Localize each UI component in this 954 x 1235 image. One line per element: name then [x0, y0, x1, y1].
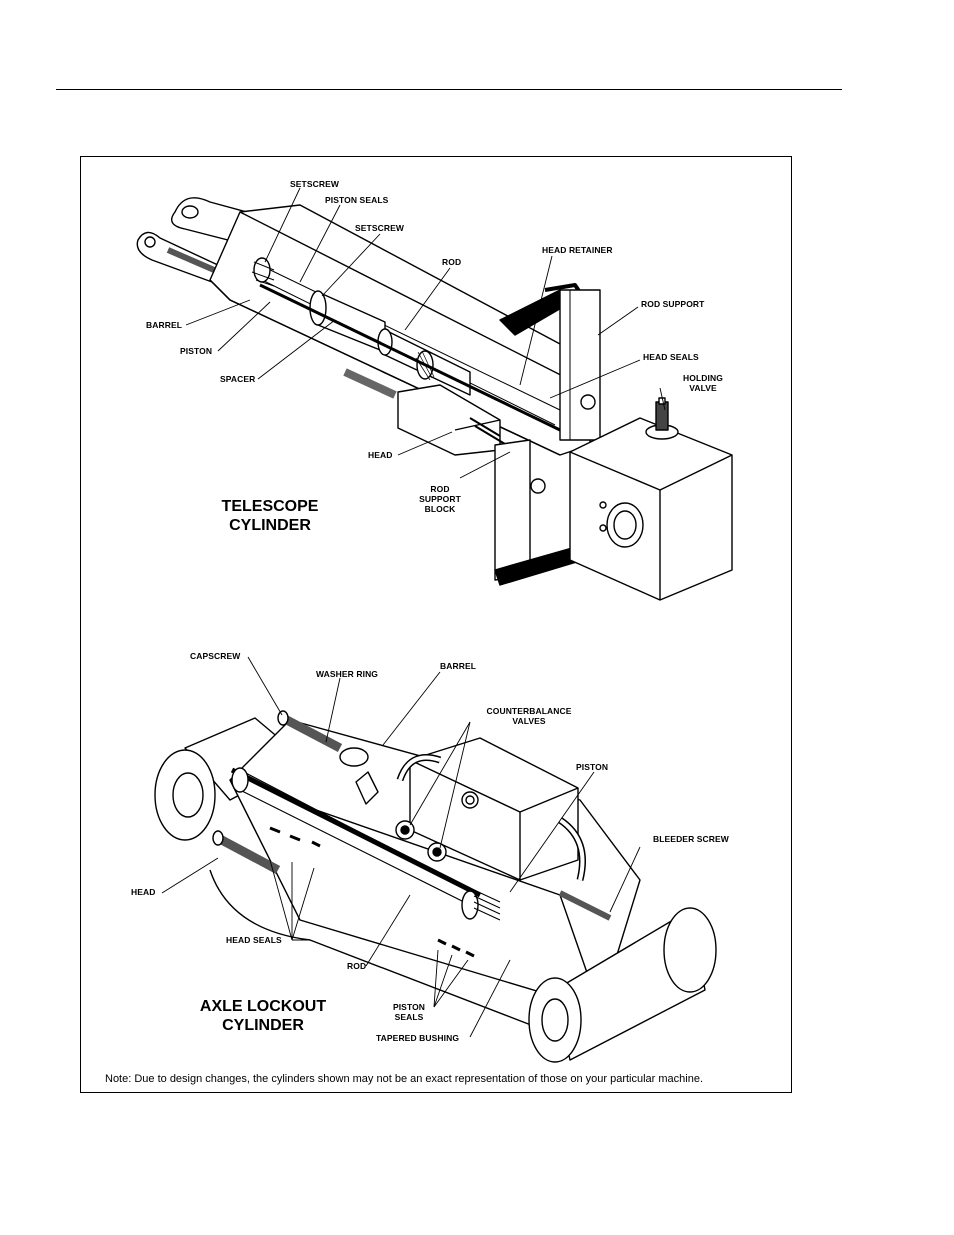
header-rule — [56, 89, 842, 90]
label-piston: PISTON — [180, 346, 213, 356]
label-tapered-bushing: TAPERED BUSHING — [376, 1033, 460, 1043]
axle-lockout-cylinder-drawing — [154, 710, 717, 1063]
label-rod-support: ROD SUPPORT — [641, 299, 705, 309]
telescope-title-line1: TELESCOPE — [221, 498, 319, 515]
figure-frame — [80, 156, 792, 1093]
label-piston-seals-1: PISTON — [392, 1002, 426, 1012]
axle-title-line1: AXLE LOCKOUT — [199, 998, 327, 1015]
label-rod: ROD — [442, 257, 462, 267]
label-rod-support-block-2: SUPPORT — [419, 494, 461, 504]
label-rod-support-block-1: ROD — [430, 484, 450, 494]
design-change-note: Note: Due to design changes, the cylinde… — [105, 1073, 704, 1085]
label-barrel: BARREL — [146, 320, 183, 330]
label-head-seals: HEAD SEALS — [226, 935, 282, 945]
label-bleeder-screw: BLEEDER SCREW — [653, 834, 729, 844]
telescope-title-line2: CYLINDER — [229, 517, 311, 534]
label-capscrew: CAPSCREW — [190, 651, 241, 661]
label-setscrew-mid: SETSCREW — [355, 223, 404, 233]
label-piston-seals: PISTON SEALS — [325, 195, 389, 205]
telescope-cylinder-drawing — [136, 197, 733, 601]
label-spacer: SPACER — [220, 374, 256, 384]
label-holding-valve-1: HOLDING — [683, 373, 723, 383]
label-counterbalance-valves-1: COUNTERBALANCE — [486, 706, 572, 716]
label-barrel: BARREL — [440, 661, 477, 671]
label-washer-ring: WASHER RING — [316, 669, 379, 679]
label-head: HEAD — [368, 450, 393, 460]
label-head: HEAD — [131, 887, 156, 897]
label-holding-valve-2: VALVE — [689, 383, 717, 393]
label-rod: ROD — [347, 961, 367, 971]
label-rod-support-block-3: BLOCK — [424, 504, 456, 514]
axle-title-line2: CYLINDER — [222, 1017, 304, 1034]
label-piston: PISTON — [576, 762, 609, 772]
label-piston-seals-2: SEALS — [394, 1012, 424, 1022]
label-head-seals: HEAD SEALS — [643, 352, 699, 362]
leader-lines — [161, 187, 666, 1038]
label-counterbalance-valves-2: VALVES — [512, 716, 546, 726]
label-head-retainer: HEAD RETAINER — [542, 245, 613, 255]
label-setscrew-top: SETSCREW — [290, 179, 339, 189]
